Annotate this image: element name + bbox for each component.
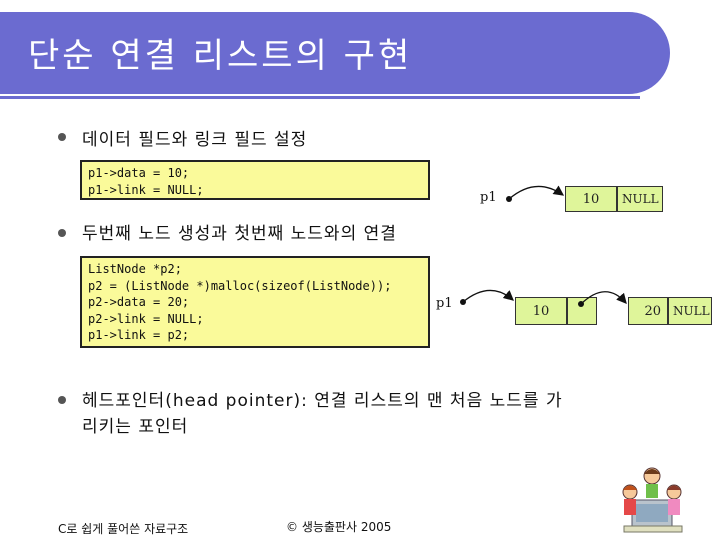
bullet-text: 두번째 노드 생성과 첫번째 노드와의 연결 — [82, 219, 397, 244]
arrow — [463, 290, 513, 302]
code-line: ListNode *p2; — [88, 261, 422, 278]
node-data-cell: 20 — [628, 297, 668, 325]
pointer-dot — [506, 196, 512, 202]
title-underline — [0, 96, 640, 99]
bullet-dot-icon — [58, 396, 66, 404]
code-box: p1->data = 10; p1->link = NULL; — [80, 160, 430, 200]
kids-at-computer-clipart — [618, 462, 688, 534]
footer-book-title: C로 쉽게 풀어쓴 자료구조 — [58, 520, 188, 537]
node-data-cell: 10 — [515, 297, 567, 325]
bullet-text: 리키는 포인터 — [82, 412, 188, 437]
bullet-dot-icon — [58, 229, 66, 237]
bullet-text: 헤드포인터(head pointer): 연결 리스트의 맨 처음 노드를 가 — [82, 386, 563, 411]
footer-copyright: © 생능출판사 2005 — [286, 518, 391, 535]
node-data-cell: 10 — [565, 186, 617, 212]
node-link-cell: NULL — [617, 186, 663, 212]
pointer-dot — [460, 299, 466, 305]
code-box: ListNode *p2; p2 = (ListNode *)malloc(si… — [80, 256, 430, 348]
code-line: p2 = (ListNode *)malloc(sizeof(ListNode)… — [88, 278, 422, 295]
code-line: p1->link = NULL; — [88, 182, 422, 199]
code-line: p2->link = NULL; — [88, 311, 422, 328]
pointer-label: p1 — [480, 190, 497, 205]
pointer-label: p1 — [436, 296, 453, 311]
bullet-dot-icon — [58, 133, 66, 141]
code-line: p1->link = p2; — [88, 327, 422, 344]
link-dot — [578, 301, 584, 307]
code-line: p2->data = 20; — [88, 294, 422, 311]
arrow — [509, 186, 563, 199]
node-link-cell: NULL — [668, 297, 712, 325]
bullet-text: 데이터 필드와 링크 필드 설정 — [82, 125, 307, 150]
slide-title: 단순 연결 리스트의 구현 — [28, 28, 412, 77]
code-line: p1->data = 10; — [88, 165, 422, 182]
